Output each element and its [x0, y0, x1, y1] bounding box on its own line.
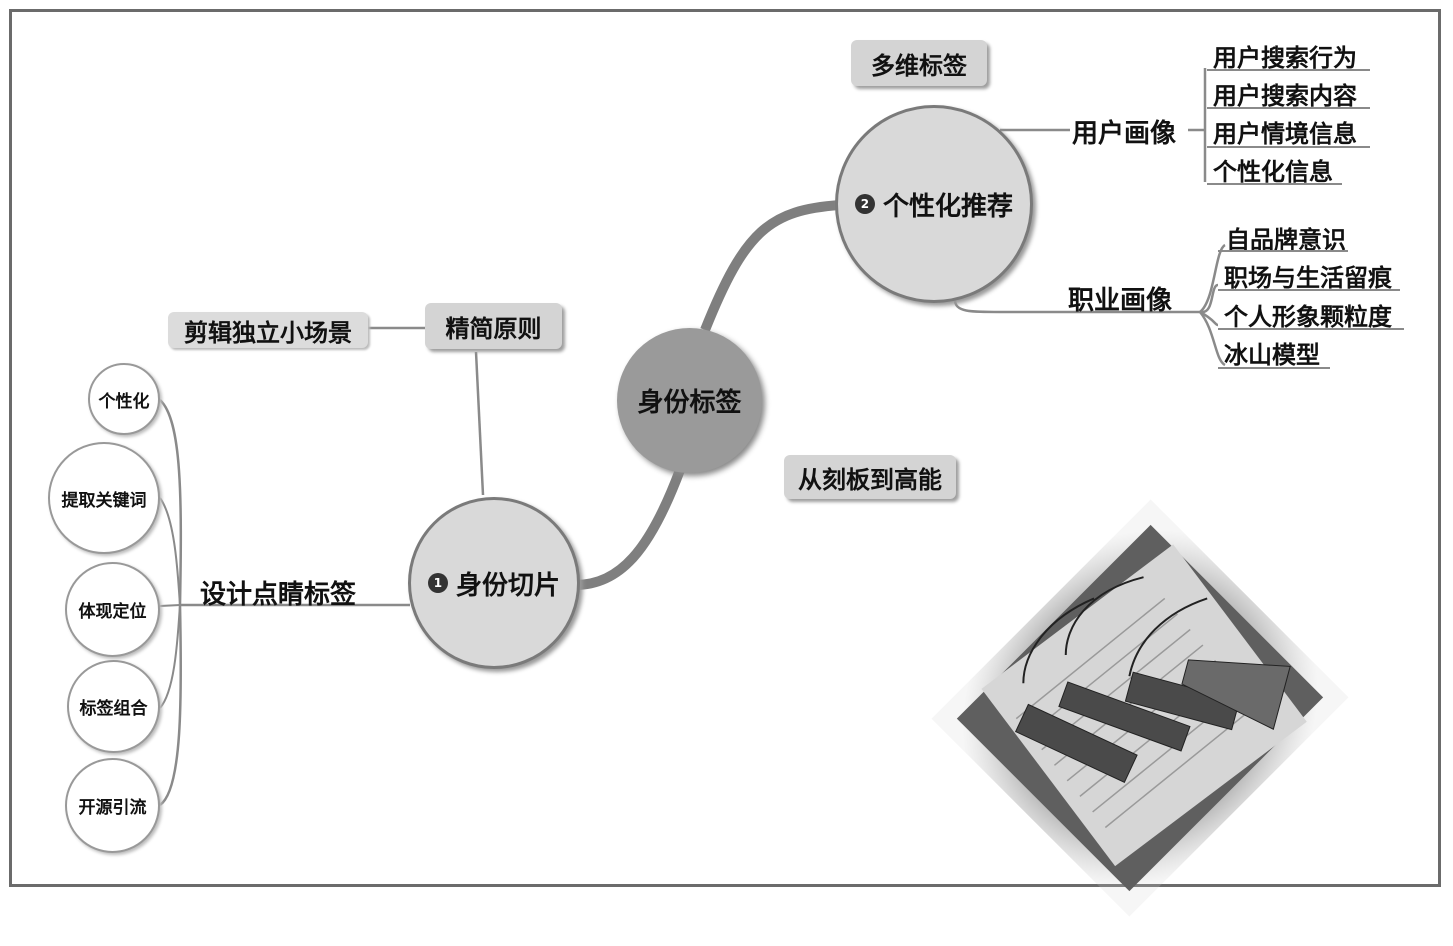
- number-badge-2: 2: [854, 194, 875, 214]
- principle-child-label: 剪辑独立小场景: [184, 318, 352, 347]
- item-underline: [1218, 250, 1348, 252]
- design-bracket-mid3: [159, 604, 181, 607]
- branch-center-to-identity: [574, 468, 685, 590]
- user-profile-label[interactable]: 用户画像: [1072, 119, 1177, 149]
- design-item-circle[interactable]: 体现定位: [65, 562, 160, 657]
- identity-node[interactable]: 1 身份切片: [408, 497, 580, 669]
- branch-center-to-recommend: [700, 200, 841, 332]
- design-item-label: 标签组合: [79, 699, 148, 719]
- link-recommend-career: [953, 299, 1200, 314]
- principle-box[interactable]: 精简原则: [425, 303, 562, 349]
- design-bracket: [159, 399, 183, 807]
- item-underline: [1218, 367, 1330, 369]
- multi-tag-label: 多维标签: [871, 51, 967, 80]
- item-underline: [1218, 289, 1400, 291]
- link-career-items: [1199, 243, 1226, 367]
- design-item-label: 开源引流: [78, 798, 147, 818]
- career-profile-item[interactable]: 自品牌意识: [1226, 226, 1346, 254]
- principle-child-box[interactable]: 剪辑独立小场景: [168, 312, 368, 348]
- item-underline: [1207, 107, 1370, 109]
- user-profile-item[interactable]: 用户情境信息: [1213, 120, 1357, 148]
- user-profile-item[interactable]: 用户搜索行为: [1213, 44, 1357, 72]
- item-underline: [1218, 328, 1404, 330]
- user-profile-item[interactable]: 用户搜索内容: [1213, 82, 1357, 110]
- design-item-circle[interactable]: 提取关键词: [48, 442, 160, 554]
- design-item-label: 提取关键词: [61, 490, 147, 511]
- identity-node-label: 身份切片: [455, 570, 560, 601]
- center-node[interactable]: 身份标签: [617, 328, 762, 473]
- recommend-node-label: 个性化推荐: [882, 191, 1013, 222]
- number-badge-1: 1: [427, 573, 448, 593]
- design-item-circle[interactable]: 开源引流: [65, 758, 160, 853]
- multi-tag-box[interactable]: 多维标签: [851, 40, 987, 86]
- center-node-label: 身份标签: [637, 388, 742, 418]
- bookmarks-photo: [931, 499, 1349, 917]
- career-profile-label[interactable]: 职业画像: [1068, 286, 1173, 316]
- item-underline: [1207, 146, 1370, 148]
- design-item-circle[interactable]: 个性化: [88, 363, 160, 435]
- from-to-box[interactable]: 从刻板到高能: [784, 455, 956, 499]
- from-to-label: 从刻板到高能: [798, 465, 942, 494]
- career-profile-item[interactable]: 冰山模型: [1224, 341, 1320, 369]
- recommend-node[interactable]: 2 个性化推荐: [835, 105, 1033, 303]
- design-item-label: 体现定位: [78, 602, 147, 622]
- design-item-label: 个性化: [98, 391, 150, 412]
- design-bracket-mid2: [159, 604, 181, 709]
- career-profile-item[interactable]: 职场与生活留痕: [1224, 264, 1392, 292]
- career-profile-item[interactable]: 个人形象颗粒度: [1224, 303, 1392, 331]
- design-bracket-mid: [159, 497, 181, 606]
- design-label[interactable]: 设计点睛标签: [200, 580, 357, 610]
- design-item-circle[interactable]: 标签组合: [67, 660, 160, 753]
- link-identity-principle: [474, 351, 485, 496]
- item-underline: [1207, 69, 1370, 71]
- user-profile-item[interactable]: 个性化信息: [1213, 158, 1333, 186]
- item-underline: [1207, 183, 1342, 185]
- principle-label: 精简原则: [445, 314, 542, 343]
- bookmarks-image: [931, 499, 1349, 917]
- link-user-items: [1188, 68, 1207, 182]
